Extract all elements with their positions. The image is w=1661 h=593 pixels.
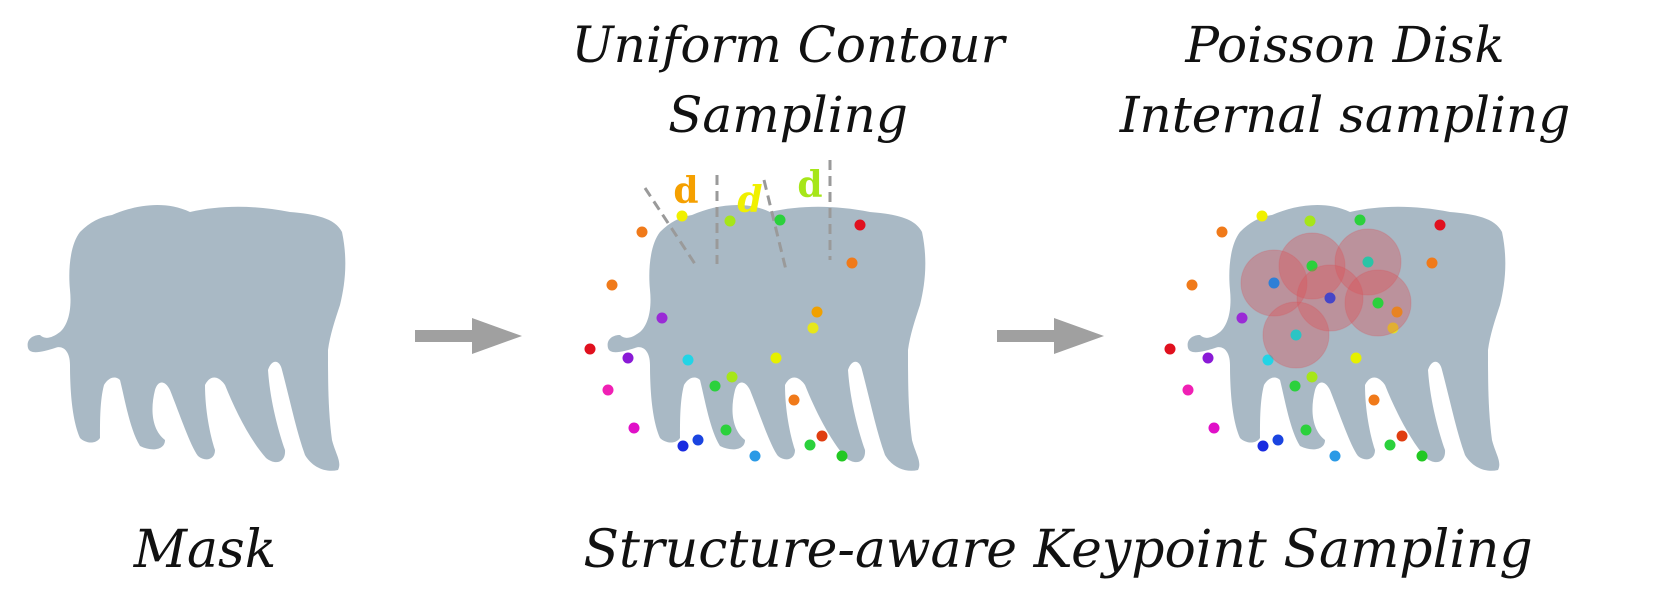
- keypoint: [1384, 439, 1396, 451]
- keypoint: [1164, 343, 1176, 355]
- keypoint: [1182, 384, 1194, 396]
- keypoint: [1434, 219, 1446, 231]
- keypoint: [1289, 380, 1301, 392]
- keypoint: [770, 352, 782, 364]
- keypoint: [682, 354, 694, 366]
- keypoint: [1426, 257, 1438, 269]
- keypoint: [1262, 354, 1274, 366]
- mask-caption: Mask: [133, 520, 276, 580]
- keypoint: [1257, 440, 1269, 452]
- poisson-panel: [1164, 204, 1506, 471]
- keypoint: [1387, 322, 1399, 334]
- interior-keypoint: [1268, 277, 1280, 289]
- distance-label: d: [797, 164, 822, 206]
- captions: Uniform Contour Sampling Poisson Disk In…: [133, 16, 1570, 580]
- keypoint: [1350, 352, 1362, 364]
- keypoint: [636, 226, 648, 238]
- keypoint: [774, 214, 786, 226]
- keypoint: [807, 322, 819, 334]
- normal-lines: [643, 160, 832, 271]
- mask-panel: [27, 204, 346, 471]
- keypoint: [1236, 312, 1248, 324]
- keypoint: [606, 279, 618, 291]
- keypoint: [811, 306, 823, 318]
- interior-keypoint: [1306, 260, 1318, 272]
- keypoint: [1208, 422, 1220, 434]
- mask-silhouette: [27, 204, 346, 471]
- interior-keypoint: [1372, 297, 1384, 309]
- contour-keypoints: [584, 210, 866, 462]
- keypoint: [628, 422, 640, 434]
- keypoint: [676, 210, 688, 222]
- keypoint: [1329, 450, 1341, 462]
- distance-label: d: [737, 179, 762, 221]
- contour-panel: d d d: [584, 160, 926, 471]
- keypoint: [846, 257, 858, 269]
- poisson-caption-line1: Poisson Disk: [1184, 16, 1504, 74]
- keypoint: [720, 424, 732, 436]
- keypoint: [854, 219, 866, 231]
- keypoint: [1256, 210, 1268, 222]
- keypoint: [1186, 279, 1198, 291]
- keypoint: [724, 215, 736, 227]
- keypoint: [692, 434, 704, 446]
- keypoint: [804, 439, 816, 451]
- keypoint: [602, 384, 614, 396]
- keypoint: [1216, 226, 1228, 238]
- keypoint: [656, 312, 668, 324]
- interior-keypoint: [1324, 292, 1336, 304]
- keypoint: [1272, 434, 1284, 446]
- contour-caption-line2: Sampling: [668, 86, 908, 144]
- arrow-contour-to-poisson: [997, 318, 1104, 354]
- keypoint: [677, 440, 689, 452]
- contour-silhouette: [607, 204, 926, 471]
- keypoint: [622, 352, 634, 364]
- keypoint: [1354, 214, 1366, 226]
- poisson-caption-line2: Internal sampling: [1119, 86, 1571, 144]
- keypoint: [1416, 450, 1428, 462]
- keypoint: [749, 450, 761, 462]
- keypoint: [1304, 215, 1316, 227]
- poisson-disks: [1240, 228, 1412, 369]
- keypoint: [816, 430, 828, 442]
- keypoint: [1368, 394, 1380, 406]
- bottom-caption: Structure-aware Keypoint Sampling: [583, 520, 1532, 580]
- distance-label: d: [673, 170, 698, 212]
- keypoint: [1300, 424, 1312, 436]
- keypoint: [836, 450, 848, 462]
- keypoint: [709, 380, 721, 392]
- keypoint: [1391, 306, 1403, 318]
- keypoint: [584, 343, 596, 355]
- interior-keypoint: [1362, 256, 1374, 268]
- keypoint: [788, 394, 800, 406]
- keypoint: [726, 371, 738, 383]
- contour-caption-line1: Uniform Contour: [571, 16, 1007, 74]
- keypoint: [1202, 352, 1214, 364]
- poisson-contour-keypoints: [1164, 210, 1446, 462]
- keypoint: [1396, 430, 1408, 442]
- interior-keypoint: [1290, 329, 1302, 341]
- keypoint: [1306, 371, 1318, 383]
- arrow-mask-to-contour: [415, 318, 522, 354]
